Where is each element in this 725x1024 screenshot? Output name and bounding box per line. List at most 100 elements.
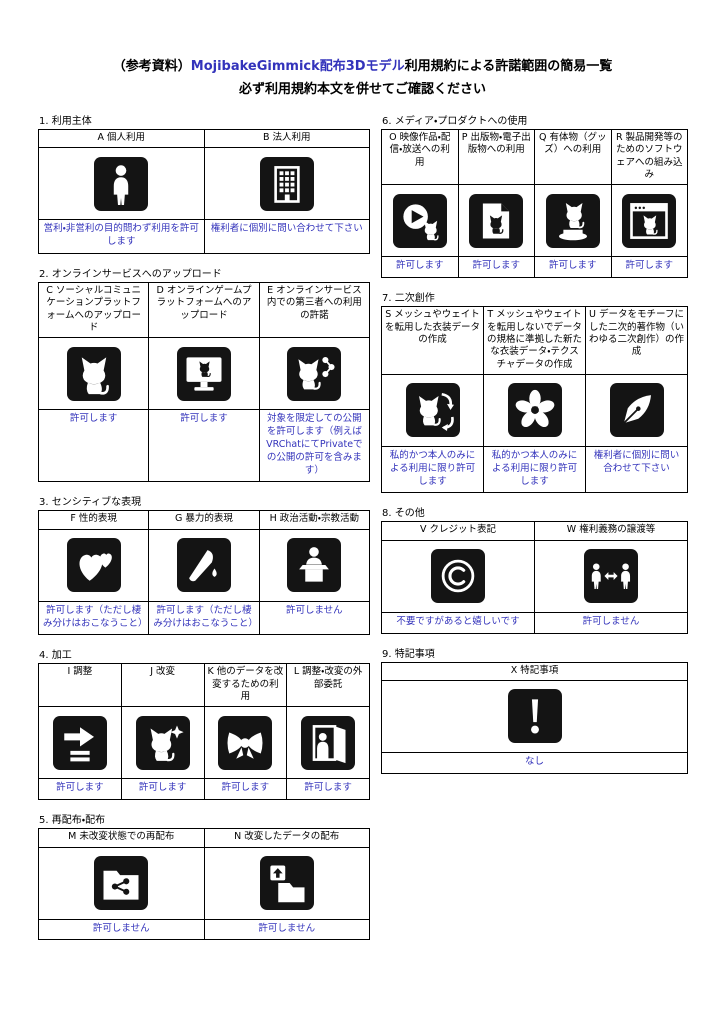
document-title: （参考資料）MojibakeGimmick配布3Dモデル利用規約による許諾範囲の… bbox=[0, 56, 725, 102]
item-header-v: V クレジット表記 bbox=[382, 522, 535, 541]
adjust-icon bbox=[52, 715, 107, 770]
item-result-l: 許可します bbox=[287, 779, 370, 801]
item-result-v: 不要ですがあると嬉しいです bbox=[382, 612, 535, 634]
item-header-e: E オンラインサービス内での第三者への利用の許諾 bbox=[259, 282, 370, 339]
item-result-k: 許可します bbox=[204, 779, 288, 801]
item-header-r: R 製品開発等のためのソフトウェアへの組み込み bbox=[611, 130, 688, 186]
section-heading: 8. その他 bbox=[382, 508, 425, 520]
permission-table: M 未改変状態での再配布 N 改変したデータの配布 許可しません 許可しません bbox=[38, 828, 370, 941]
icon-cell bbox=[382, 680, 688, 753]
permission-table: I 調整 J 改変 K 他のデータを改変するための利用 L 調整・改変の外部委託… bbox=[38, 663, 370, 801]
icon-cell bbox=[39, 148, 205, 221]
item-result-i: 許可します bbox=[39, 779, 122, 801]
flower-icon bbox=[507, 383, 562, 438]
item-header-p: P 出版物・電子出版物への利用 bbox=[458, 130, 535, 186]
section-heading: 2. オンラインサービスへのアップロード bbox=[39, 268, 222, 280]
document-cat-icon bbox=[469, 193, 524, 248]
window-cat-icon bbox=[622, 193, 677, 248]
item-result-o: 許可します bbox=[382, 257, 459, 279]
item-header-b: B 法人利用 bbox=[204, 130, 370, 149]
title-line-1: （参考資料）MojibakeGimmick配布3Dモデル利用規約による許諾範囲の… bbox=[0, 56, 725, 79]
section-online-upload: 2. オンラインサービスへのアップロード C ソーシャルコミュニケーションプラッ… bbox=[38, 265, 370, 483]
title-prefix: （参考資料） bbox=[112, 59, 191, 74]
icon-cell bbox=[149, 338, 260, 411]
item-result-p: 許可します bbox=[458, 257, 535, 279]
item-result-e: 対象を限定しての公開を許可します（例えばVRChatにてPrivateでの公開の… bbox=[259, 410, 370, 483]
item-result-a: 営利・非営利の目的問わず利用を許可します bbox=[39, 220, 205, 254]
icon-cell bbox=[382, 540, 535, 613]
item-header-f: F 性的表現 bbox=[39, 511, 150, 530]
section-sensitive-expression: 3. センシティブな表現 F 性的表現 G 暴力的表現 H 政治活動・宗教活動 … bbox=[38, 493, 370, 636]
item-header-j: J 改変 bbox=[121, 664, 205, 708]
figurine-icon bbox=[545, 193, 600, 248]
item-header-a: A 個人利用 bbox=[39, 130, 205, 149]
permission-table: X 特記事項 なし bbox=[381, 661, 688, 774]
exclamation-icon bbox=[507, 689, 562, 744]
section-heading: 9. 特記事項 bbox=[382, 648, 435, 660]
monitor-cat-icon bbox=[176, 346, 231, 401]
section-special-notes: 9. 特記事項 X 特記事項 なし bbox=[381, 645, 688, 774]
icon-cell bbox=[535, 540, 688, 613]
podium-icon bbox=[287, 538, 342, 593]
icon-cell bbox=[204, 148, 370, 221]
icon-cell bbox=[484, 374, 586, 447]
icon-cell bbox=[259, 529, 370, 602]
left-column: 1. 利用主体 A 個人利用 B 法人利用 営利・非営利の目的問わず利用を許可し… bbox=[38, 112, 370, 951]
item-header-d: D オンラインゲームプラットフォームへのアップロード bbox=[149, 282, 260, 339]
item-result-n: 許可しません bbox=[204, 919, 370, 941]
item-header-h: H 政治活動・宗教活動 bbox=[259, 511, 370, 530]
ribbon-bow-icon bbox=[218, 715, 273, 770]
title-suffix: 利用規約による許諾範囲の簡易一覧 bbox=[404, 59, 613, 74]
item-header-o: O 映像作品・配信・放送への利用 bbox=[382, 130, 459, 186]
folder-upload-icon bbox=[259, 856, 314, 911]
item-header-x: X 特記事項 bbox=[382, 662, 688, 681]
icon-cell bbox=[611, 185, 688, 258]
section-heading: 3. センシティブな表現 bbox=[39, 497, 142, 509]
pen-nib-icon bbox=[609, 383, 664, 438]
permission-table: F 性的表現 G 暴力的表現 H 政治活動・宗教活動 許可します（ただし棲み分け… bbox=[38, 510, 370, 636]
icon-cell bbox=[149, 529, 260, 602]
section-heading: 4. 加工 bbox=[39, 650, 72, 662]
item-header-t: T メッシュやウェイトを転用しないでデータの規格に準拠した新たな衣装データ・テク… bbox=[484, 307, 586, 375]
hearts-icon bbox=[66, 538, 121, 593]
item-header-u: U データをモチーフにした二次的著作物（いわゆる二次創作）の作成 bbox=[586, 307, 688, 375]
section-heading: 5. 再配布・配布 bbox=[39, 815, 106, 827]
costume-cat-icon bbox=[405, 383, 460, 438]
item-result-m: 許可しません bbox=[39, 919, 205, 941]
item-header-k: K 他のデータを改変するための利用 bbox=[204, 664, 288, 708]
item-result-s: 私的かつ本人のみによる利用に限り許可します bbox=[382, 446, 484, 494]
person-icon bbox=[94, 156, 149, 211]
item-header-w: W 権利義務の譲渡等 bbox=[535, 522, 688, 541]
item-header-g: G 暴力的表現 bbox=[149, 511, 260, 530]
share-cat-icon bbox=[287, 346, 342, 401]
icon-cell bbox=[121, 707, 205, 780]
item-result-j: 許可します bbox=[121, 779, 205, 801]
knife-icon bbox=[176, 538, 231, 593]
section-modification: 4. 加工 I 調整 J 改変 K 他のデータを改変するための利用 L 調整・改… bbox=[38, 646, 370, 801]
item-result-x: なし bbox=[382, 752, 688, 774]
section-redistribution: 5. 再配布・配布 M 未改変状態での再配布 N 改変したデータの配布 許可しま… bbox=[38, 811, 370, 941]
icon-cell bbox=[259, 338, 370, 411]
icon-cell bbox=[39, 338, 150, 411]
icon-cell bbox=[382, 374, 484, 447]
section-media-products: 6. メディア・プロダクトへの使用 O 映像作品・配信・放送への利用 P 出版物… bbox=[381, 112, 688, 279]
folder-share-icon bbox=[94, 856, 149, 911]
item-result-t: 私的かつ本人のみによる利用に限り許可します bbox=[484, 446, 586, 494]
transfer-icon bbox=[584, 549, 638, 604]
modify-cat-icon bbox=[135, 715, 190, 770]
title-product-name: MojibakeGimmick配布3Dモデル bbox=[190, 59, 405, 74]
right-column: 6. メディア・プロダクトへの使用 O 映像作品・配信・放送への利用 P 出版物… bbox=[381, 112, 688, 785]
item-header-n: N 改変したデータの配布 bbox=[204, 829, 370, 848]
icon-cell bbox=[39, 847, 205, 920]
item-header-m: M 未改変状態での再配布 bbox=[39, 829, 205, 848]
item-header-c: C ソーシャルコミュニケーションプラットフォームへのアップロード bbox=[39, 282, 150, 339]
section-heading: 1. 利用主体 bbox=[39, 116, 92, 127]
permission-table: S メッシュやウェイトを転用した衣装データの作成 T メッシュやウェイトを転用し… bbox=[381, 306, 688, 494]
item-header-l: L 調整・改変の外部委託 bbox=[287, 664, 370, 708]
item-result-g: 許可します（ただし棲み分けはおこなうこと） bbox=[149, 601, 260, 636]
item-result-u: 権利者に個別に問い合わせて下さい bbox=[586, 446, 688, 494]
section-derivative-works: 7. 二次創作 S メッシュやウェイトを転用した衣装データの作成 T メッシュや… bbox=[381, 289, 688, 494]
building-icon bbox=[259, 156, 314, 211]
item-header-s: S メッシュやウェイトを転用した衣装データの作成 bbox=[382, 307, 484, 375]
icon-cell bbox=[39, 529, 150, 602]
